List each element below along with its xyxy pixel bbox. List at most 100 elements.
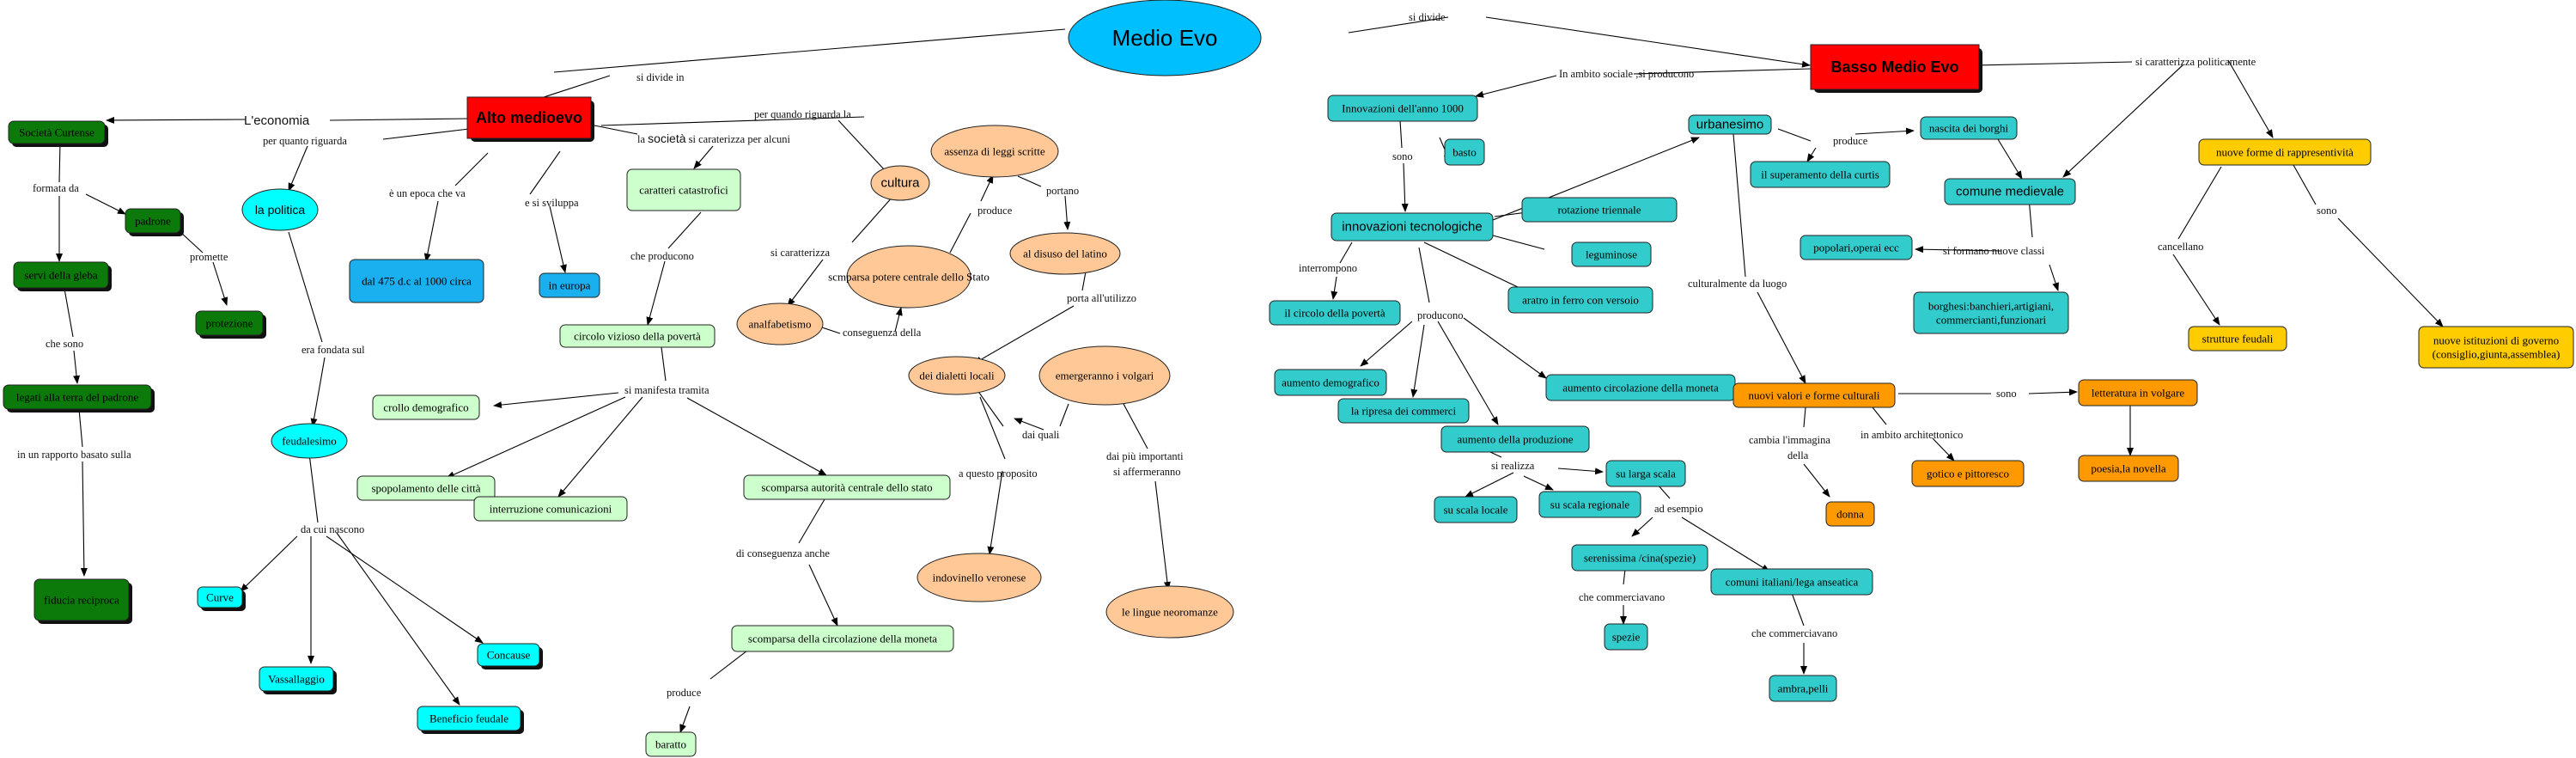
node-label: basto: [1452, 146, 1476, 159]
node-shape: [1444, 138, 1485, 166]
node-label: letteratura in volgare: [2092, 387, 2185, 400]
node-superamento-curtis: il superamento della curtis: [1750, 161, 1891, 188]
edge-label: si caratterizza: [770, 247, 830, 259]
node-shape: [870, 165, 930, 201]
edge-label: culturalmente da luogo: [1688, 278, 1787, 290]
node-label: comune medievale: [1956, 185, 2064, 199]
node-borghesi: borghesi:banchieri,artigiani,commerciant…: [1913, 291, 2069, 334]
node-label: circolo vizioso della povertà: [574, 330, 701, 343]
edge-label: si divide in: [636, 71, 685, 83]
node-disuso-latino: al disuso del latino: [1009, 232, 1121, 275]
node-shape: [1944, 178, 2076, 205]
node-label: popolari,operai ecc: [1813, 241, 1899, 254]
edge-label: che producono: [630, 250, 694, 262]
node-shape: [372, 394, 480, 420]
edge-label: cancellano: [2158, 241, 2203, 253]
node-serenissima: serenissima /cina(spezie): [1571, 544, 1708, 572]
node-shape: [846, 245, 971, 309]
node-label: padrone: [135, 215, 171, 228]
node-shape: [743, 474, 951, 500]
edge-label: interrompono: [1299, 262, 1357, 274]
node-label: dei dialetti locali: [919, 370, 995, 382]
node-curve: Curve: [197, 586, 246, 611]
node-beneficio-feudale: Beneficio feudale: [417, 706, 524, 734]
node-innovazioni-tecnologiche: innovazioni tecnologiche: [1331, 212, 1494, 241]
node-label: Curve: [206, 591, 234, 604]
edge-label: si realizza: [1491, 460, 1535, 472]
node-aumento-produzione: aumento della produzione: [1440, 425, 1590, 453]
node-shape: [1710, 568, 1873, 596]
node-scala-regionale: su scala regionale: [1538, 491, 1641, 518]
node-shape: [2198, 138, 2372, 166]
node-label: aumento circolazione della moneta: [1562, 382, 1719, 394]
node-shape: [1911, 460, 2025, 487]
node-padrone: padrone: [125, 208, 184, 236]
node-shape: [736, 303, 824, 345]
node-label: innovazioni tecnologiche: [1342, 220, 1482, 235]
node-shape: [1327, 95, 1478, 122]
node-shape: [1810, 44, 1980, 90]
edge-label: dai quali: [1022, 429, 1060, 441]
node-popolari: popolari,operai ecc: [1800, 235, 1913, 260]
node-label: aratro in ferro con versoio: [1522, 294, 1639, 307]
node-shape: [1105, 585, 1234, 639]
node-spopolamento: spopolamento delle città: [356, 475, 496, 501]
node-label: su scala locale: [1443, 504, 1507, 517]
node-label: dal 475 d.c al 1000 circa: [362, 275, 472, 288]
node-shape: [908, 356, 1006, 395]
node-shape: [626, 168, 741, 211]
node-interruzione-comunicazioni: interruzione comunicazioni: [473, 496, 628, 522]
node-shape: [195, 310, 264, 336]
node-label: ambra,pelli: [1778, 682, 1829, 695]
node-leguminose: leguminose: [1571, 241, 1652, 267]
node-shape: [1521, 197, 1678, 223]
node-label: leguminose: [1586, 248, 1637, 261]
node-label: poesia,la novella: [2091, 462, 2166, 475]
node-shape: [1331, 212, 1494, 241]
node-shape: [2418, 326, 2574, 369]
node-shape: [1269, 300, 1401, 326]
node-label: (consiglio,giunta,assemblea): [2433, 348, 2561, 361]
edge-label: di conseguenza anche: [736, 547, 830, 559]
edge-label: a questo proposito: [959, 468, 1038, 480]
node-shape: [356, 475, 496, 501]
node-label: in europa: [549, 279, 591, 292]
node-cultura: cultura: [870, 165, 930, 201]
edge-label: produce: [667, 687, 702, 699]
node-label: aumento della produzione: [1457, 433, 1573, 446]
node-baratto: baratto: [645, 731, 697, 757]
node-shape: [731, 625, 954, 652]
edge-label: producono: [1417, 309, 1463, 321]
edge-label: produce: [1833, 135, 1868, 147]
node-shape: [1068, 0, 1262, 76]
edge-label: sono: [1392, 150, 1413, 162]
node-shape: [8, 120, 106, 144]
node-label: indovinello veronese: [933, 572, 1026, 584]
node-label: interruzione comunicazioni: [490, 503, 612, 516]
node-label: spopolamento delle città: [371, 482, 480, 495]
node-label: su scala regionale: [1550, 498, 1630, 511]
node-shape: [1913, 291, 2069, 334]
node-shape: [1920, 116, 2018, 140]
node-nuove-istituzioni: nuove istituzioni di governo(consiglio,g…: [2418, 326, 2574, 369]
node-shape: [2078, 379, 2198, 407]
node-letteratura-volgare: letteratura in volgare: [2078, 379, 2198, 407]
node-rotazione-triennale: rotazione triennale: [1521, 197, 1678, 223]
edge-label: è un epoca che va: [389, 187, 466, 199]
node-societa-curtense: Società Curtense: [8, 120, 108, 147]
node-aumento-demografico: aumento demografico: [1274, 369, 1387, 396]
edge-label: si formano nuove classi: [1943, 245, 2045, 257]
node-label: al disuso del latino: [1023, 248, 1107, 260]
node-label: la politica: [255, 203, 306, 217]
node-poesia-novella: poesia,la novella: [2078, 455, 2179, 482]
edge-label: da cui nascono: [301, 523, 364, 535]
node-medio-evo: Medio Evo: [1068, 0, 1262, 76]
node-label: Alto medioevo: [476, 109, 582, 126]
node-in-europa: in europa: [539, 272, 600, 298]
node-shape: [349, 259, 484, 303]
node-nuovi-valori: nuovi valori e forme culturali: [1733, 382, 1896, 408]
edge-label: dai più importanti: [1106, 450, 1184, 462]
node-label: Vassallaggio: [268, 673, 325, 686]
edge-label: che sono: [46, 338, 83, 350]
node-aumento-moneta: aumento circolazione della moneta: [1545, 374, 1736, 401]
